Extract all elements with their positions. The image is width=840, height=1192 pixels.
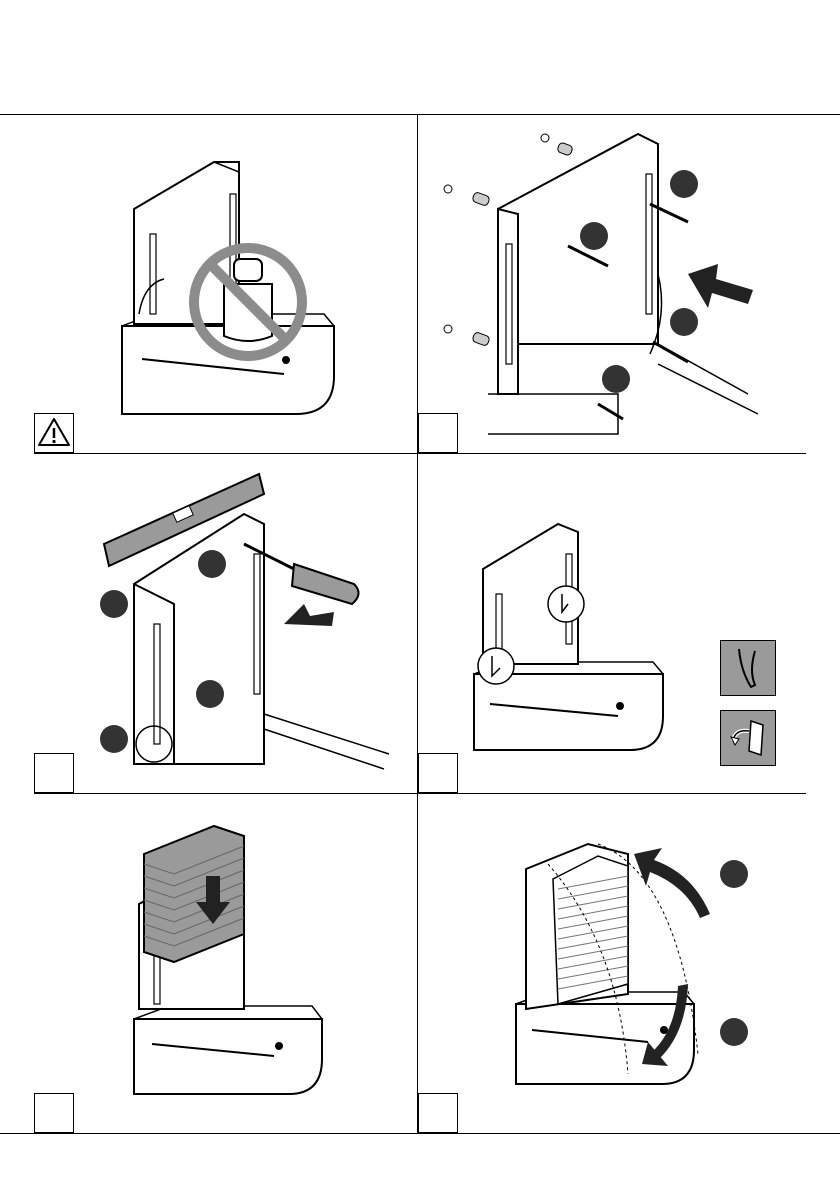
panel-6-illustration [418, 794, 806, 1133]
bottom-rule [0, 1133, 840, 1134]
step-box-6 [418, 1093, 458, 1133]
panel-1-illustration [34, 114, 417, 453]
rotate-clip-icon [721, 711, 775, 765]
hook-detail-box [720, 640, 776, 696]
panel-3-illustration [34, 454, 417, 793]
panel-3 [34, 454, 417, 793]
hook-icon [721, 641, 775, 695]
clip-detail-box [720, 710, 776, 766]
panel-5-illustration [34, 794, 417, 1133]
step-box-4 [418, 753, 458, 793]
warning-icon [35, 414, 73, 452]
panel-2 [418, 114, 806, 453]
step-box-1 [34, 413, 74, 453]
panel-6 [418, 794, 806, 1133]
panel-4 [418, 454, 806, 793]
step-box-5 [34, 1093, 74, 1133]
step-box-2 [418, 413, 458, 453]
step-box-3 [34, 753, 74, 793]
panel-1 [34, 114, 417, 453]
panel-2-illustration [418, 114, 806, 453]
panel-5 [34, 794, 417, 1133]
